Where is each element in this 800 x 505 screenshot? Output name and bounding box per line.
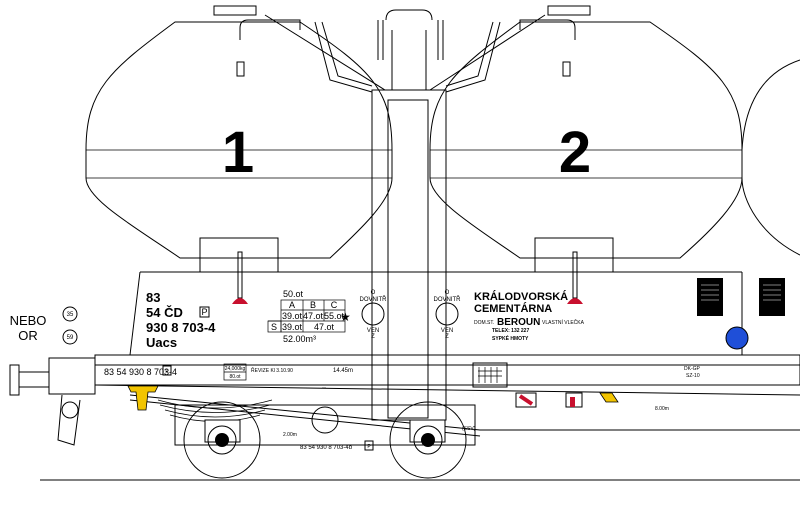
- frame-number-box: P: [165, 369, 169, 375]
- red-lever-1: [518, 394, 534, 406]
- frame-dist-right: 8.00m: [655, 406, 669, 412]
- valve-left-circle: [361, 302, 385, 326]
- wagon-line-3: 930 8 703-4: [146, 320, 216, 335]
- wagon-line-2-box: P: [201, 307, 207, 317]
- owner-dom-label: DOM.ST.: [474, 320, 494, 326]
- load-r1-c: 55.ot: [324, 311, 345, 321]
- red-lever-2: [570, 397, 575, 407]
- load-header-c: C: [331, 300, 338, 310]
- owner-telex: TELEX: 132 227: [492, 328, 529, 334]
- valve-right-dovnitr: DOVNITŘ: [434, 295, 462, 303]
- owner-city: BEROUN: [497, 317, 540, 328]
- frame-number: 83 54 930 8 703-4: [104, 367, 177, 377]
- blue-marker: [725, 326, 749, 350]
- compartment-number-1: 1: [222, 120, 254, 185]
- inlet-left: [236, 61, 245, 77]
- circle-mark-35-text: 35: [67, 312, 74, 318]
- frame-weight-top: 24,000kg: [225, 366, 246, 372]
- placard-left-lines: [701, 284, 719, 301]
- frame-weight-bot: 80.ot: [229, 374, 241, 380]
- hopper-next: [741, 59, 800, 256]
- hatch-right: [547, 5, 591, 16]
- placard-left: [697, 278, 723, 316]
- pipes: [239, 14, 576, 93]
- yellow-lever: [127, 385, 159, 411]
- circle-mark-59-text: 59: [67, 335, 74, 341]
- or-label: OR: [18, 328, 38, 343]
- grate-panel: [472, 362, 508, 388]
- valve-right-o: O: [445, 290, 450, 296]
- load-top: 50.ot: [283, 289, 304, 299]
- yellow-lever-2: [599, 392, 619, 403]
- inlet-right: [562, 61, 571, 77]
- ladder: [371, 9, 447, 421]
- circle-mark-59: [62, 329, 78, 345]
- load-r2-a: 39.ot: [282, 322, 303, 332]
- load-r1-a: 39.ot: [282, 311, 303, 321]
- circle-mark-35: [62, 306, 78, 322]
- wheel-right: [389, 401, 467, 479]
- red-valve-left: [232, 251, 248, 304]
- leaf-spring: [157, 399, 273, 422]
- frame-bogie-dist: 2.00m: [283, 432, 297, 438]
- bogie: [174, 404, 476, 446]
- frame-bottom-box: P: [367, 444, 371, 450]
- red-lever-box-1: [515, 392, 537, 408]
- grate-lines: [478, 367, 502, 383]
- frame-dk-top: DK-GP: [684, 366, 701, 372]
- wagon-line-2: 54 ČD: [146, 305, 183, 320]
- load-r2-label: S: [271, 322, 277, 332]
- load-volume: 52.00m³: [283, 334, 316, 344]
- owner-label: VLASTNÍ VLEČKA: [542, 319, 585, 326]
- wheel-left: [183, 401, 261, 479]
- valve-left-z: Z: [371, 334, 375, 340]
- load-table-grid: [267, 299, 346, 333]
- hopper-left: [85, 21, 393, 259]
- valve-left-dovnitr: DOVNITŘ: [360, 295, 388, 303]
- discharge-box-left: [199, 237, 279, 273]
- discharge-box-right: [534, 237, 614, 273]
- valve-left-o: O: [371, 290, 376, 296]
- hatch-left: [213, 5, 257, 16]
- owner-line-1: KRÁLODVORSKÁ: [474, 290, 568, 303]
- owner-goods: SYPKÉ HMOTY: [492, 334, 529, 342]
- load-star: ★: [340, 310, 351, 324]
- red-valve-right: [567, 251, 583, 304]
- valve-right-z: Z: [445, 334, 449, 340]
- load-header-b: B: [310, 300, 316, 310]
- frame-ssv: (SSV): [462, 426, 476, 432]
- compartment-number-2: 2: [559, 120, 591, 185]
- frame-length: 14.45m: [333, 368, 353, 374]
- load-r2-b: 47.ot: [314, 322, 335, 332]
- owner-line-2: CEMENTÁRNA: [474, 302, 552, 315]
- frame-dk-bot: SZ-10: [686, 373, 700, 379]
- nebo-label: NEBO: [10, 313, 47, 328]
- buffer-coupler: [9, 357, 96, 446]
- frame-rev-note: ŘEVIZE Kl 3.10.90: [251, 366, 293, 374]
- valve-right-ven: VEN: [441, 328, 453, 334]
- wagon-line-1: 83: [146, 290, 160, 305]
- load-header-a: A: [289, 300, 295, 310]
- placard-right-lines: [763, 284, 781, 301]
- valve-left-ven: VEN: [367, 328, 379, 334]
- valve-right-circle: [435, 302, 459, 326]
- placard-right: [759, 278, 785, 316]
- frame-bottom-number: 83 54 930 8 703-4b: [300, 445, 353, 451]
- load-r1-b: 47.ot: [303, 311, 324, 321]
- hopper-right: [429, 21, 743, 259]
- wagon-line-4: Uacs: [146, 335, 177, 350]
